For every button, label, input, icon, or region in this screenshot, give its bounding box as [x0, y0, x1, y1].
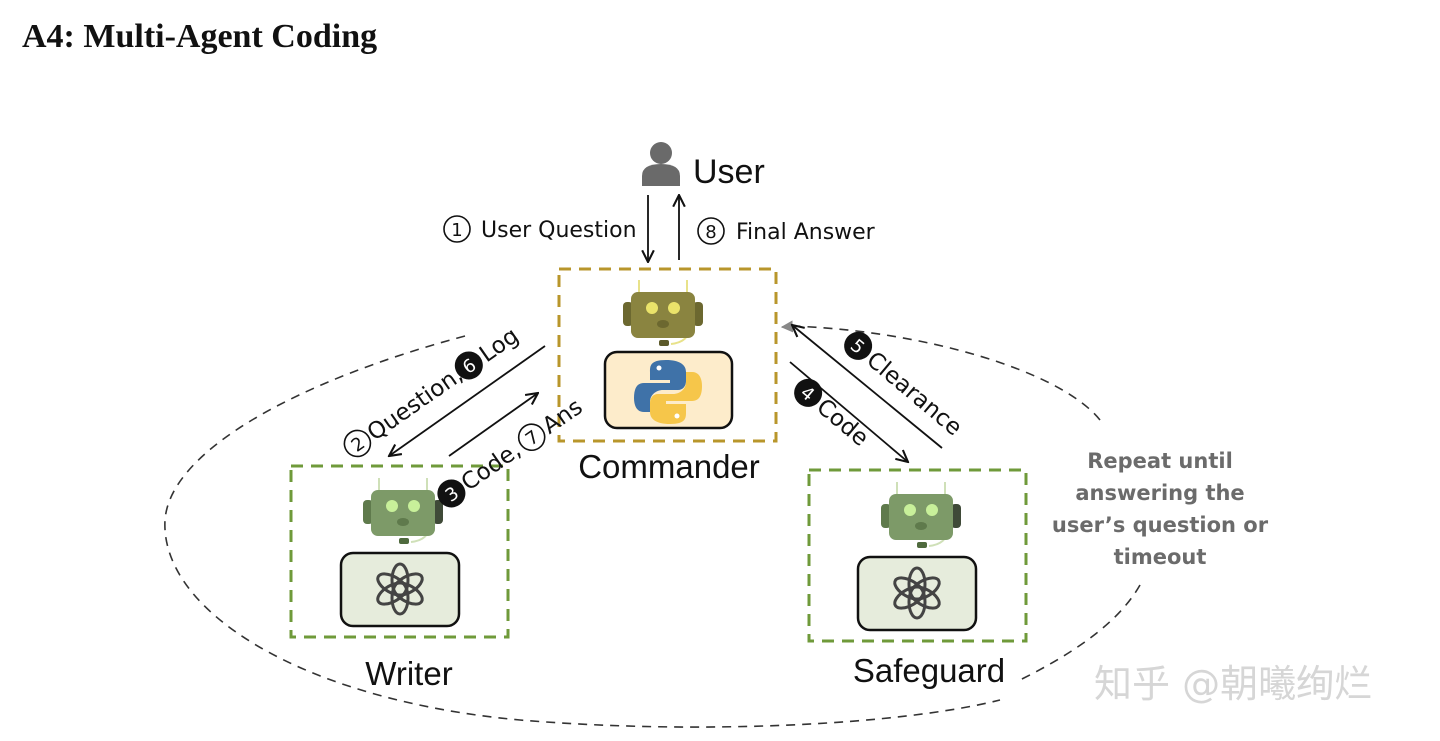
svg-text:user’s question or: user’s question or [1052, 513, 1269, 537]
writer-label: Writer [365, 655, 452, 692]
edge-label-final-answer: 8 Final Answer [697, 217, 876, 245]
robot-icon [881, 482, 961, 548]
safeguard-label: Safeguard [853, 652, 1005, 689]
loop-ellipse [164, 325, 1141, 728]
arrow-code-ans [448, 393, 538, 457]
svg-text:Final Answer: Final Answer [736, 220, 876, 245]
user-node: User [642, 142, 765, 191]
openai-logo-icon [376, 562, 424, 616]
python-logo-icon [634, 360, 702, 424]
arrow-clearance [792, 325, 943, 449]
writer-frame [289, 464, 510, 639]
commander-label: Commander [578, 448, 760, 485]
commander-frame [557, 267, 778, 443]
svg-text:8: 8 [705, 222, 716, 243]
writer-node: Writer [289, 464, 510, 692]
safeguard-frame [807, 468, 1028, 643]
robot-icon [623, 279, 703, 347]
svg-text:1: 1 [451, 220, 462, 241]
loop-note: Repeat until answering the user’s questi… [1052, 449, 1269, 569]
svg-text:Ans: Ans [538, 394, 588, 440]
edge-label-question-log: 2 Question, 6 Log [343, 323, 524, 458]
svg-text:timeout: timeout [1114, 545, 1207, 569]
watermark: 知乎 @朝曦绚烂 [1094, 662, 1372, 706]
svg-text:Code,: Code, [457, 437, 526, 496]
svg-text:Log: Log [475, 323, 524, 368]
svg-text:Code: Code [811, 394, 873, 452]
svg-text:Repeat until: Repeat until [1087, 449, 1233, 473]
svg-text:Question,: Question, [363, 362, 468, 446]
person-icon [642, 142, 680, 186]
edge-label-user-question: 1 User Question [443, 215, 637, 243]
svg-text:answering the: answering the [1075, 481, 1244, 505]
svg-text:User Question: User Question [481, 218, 637, 243]
safeguard-node: Safeguard [807, 468, 1028, 689]
edge-label-code: 4 Code [794, 378, 873, 452]
robot-icon [363, 478, 443, 544]
arrow-code [789, 361, 908, 462]
commander-node: Commander [557, 267, 778, 485]
arrow-question-log [389, 345, 546, 456]
openai-logo-icon [893, 566, 941, 620]
user-label: User [693, 153, 765, 191]
diagram-title: A4: Multi-Agent Coding [22, 18, 378, 55]
